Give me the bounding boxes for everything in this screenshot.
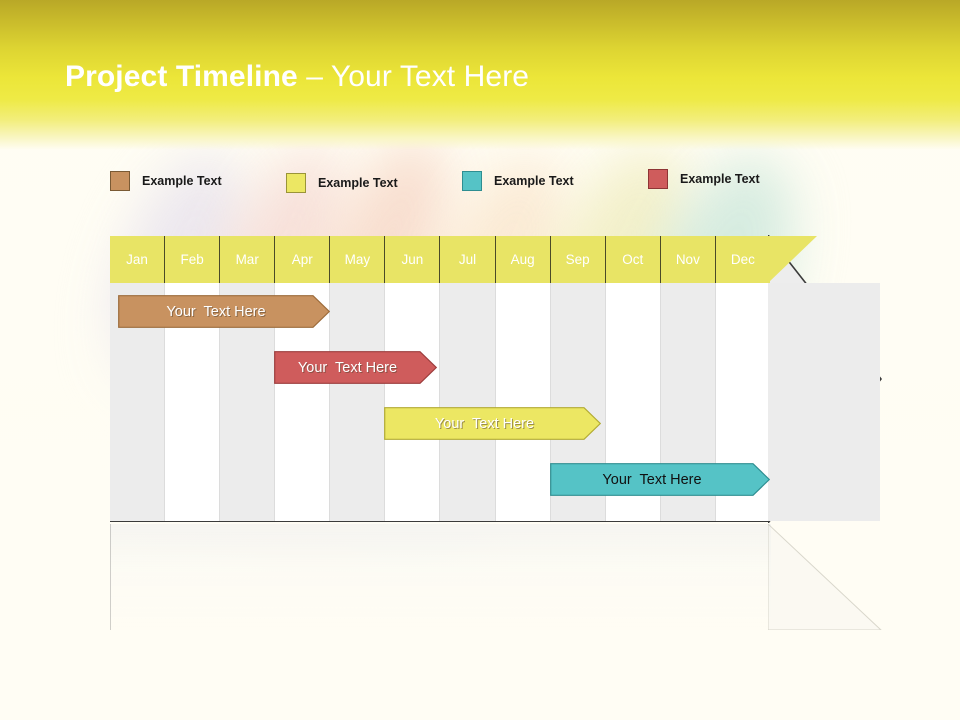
legend-swatch-icon — [462, 171, 482, 191]
month-header-cell: May — [330, 236, 386, 283]
legend-label: Example Text — [318, 176, 398, 190]
legend-item[interactable]: Example Text — [462, 170, 574, 192]
timeline-task-bar[interactable]: Your Text Here — [118, 295, 330, 328]
legend-item[interactable]: Example Text — [110, 170, 222, 192]
month-header-arrow-icon — [768, 236, 817, 283]
legend-swatch-icon — [286, 173, 306, 193]
timeline-column — [385, 283, 441, 521]
task-bar-label: Your Text Here — [297, 359, 398, 376]
month-header-cell: Sep — [550, 236, 606, 283]
task-bar-label: Your Text Here — [166, 303, 266, 320]
reflection-arrow-icon — [768, 524, 882, 630]
timeline-task-bar[interactable]: Your Text Here — [274, 351, 437, 384]
header-band — [0, 0, 960, 150]
legend-item[interactable]: Example Text — [286, 172, 398, 194]
page-title: Project Timeline – Your Text Here — [65, 60, 865, 94]
month-header-cell: Jul — [440, 236, 496, 283]
timeline-column — [330, 283, 386, 521]
timeline-column — [440, 283, 496, 521]
reflection-body — [110, 524, 771, 630]
task-bar-arrow-shape — [274, 351, 437, 384]
legend: Example Text Example Text Example Text Exam… — [0, 160, 960, 200]
task-bar-arrow-shape — [384, 407, 601, 440]
legend-label: Example Text — [494, 174, 574, 188]
task-bar-arrow-shape — [118, 295, 330, 328]
background-bottom-fill — [0, 620, 960, 720]
month-header-cell: Mar — [220, 236, 276, 283]
legend-swatch-icon — [110, 171, 130, 191]
page-title-bold: Project Timeline — [65, 60, 298, 93]
month-header-cell: Jan — [110, 236, 166, 283]
task-bar-label: Your Text Here — [434, 415, 535, 432]
legend-swatch-icon — [648, 169, 668, 189]
legend-item[interactable]: Example Text — [648, 168, 760, 190]
month-header-cell: Feb — [165, 236, 221, 283]
month-header-cell: Nov — [660, 236, 716, 283]
task-bar-label: Your Text Here — [602, 471, 702, 488]
month-header-cell: Jun — [385, 236, 441, 283]
month-header-cell: Dec — [715, 236, 770, 283]
timeline-column — [495, 283, 551, 521]
month-header-cell: Apr — [275, 236, 331, 283]
timeline-task-bar[interactable]: Your Text Here — [550, 463, 770, 496]
task-bar-arrow-shape — [550, 463, 770, 496]
month-header-cell: Oct — [605, 236, 661, 283]
timeline-task-bar[interactable]: Your Text Here — [384, 407, 601, 440]
legend-label: Example Text — [142, 174, 222, 188]
timeline-reflection — [110, 524, 882, 630]
legend-label: Example Text — [680, 172, 760, 186]
page-title-light: – Your Text Here — [297, 60, 530, 93]
month-header-cell: Aug — [495, 236, 551, 283]
timeline-column-tail — [768, 283, 880, 521]
